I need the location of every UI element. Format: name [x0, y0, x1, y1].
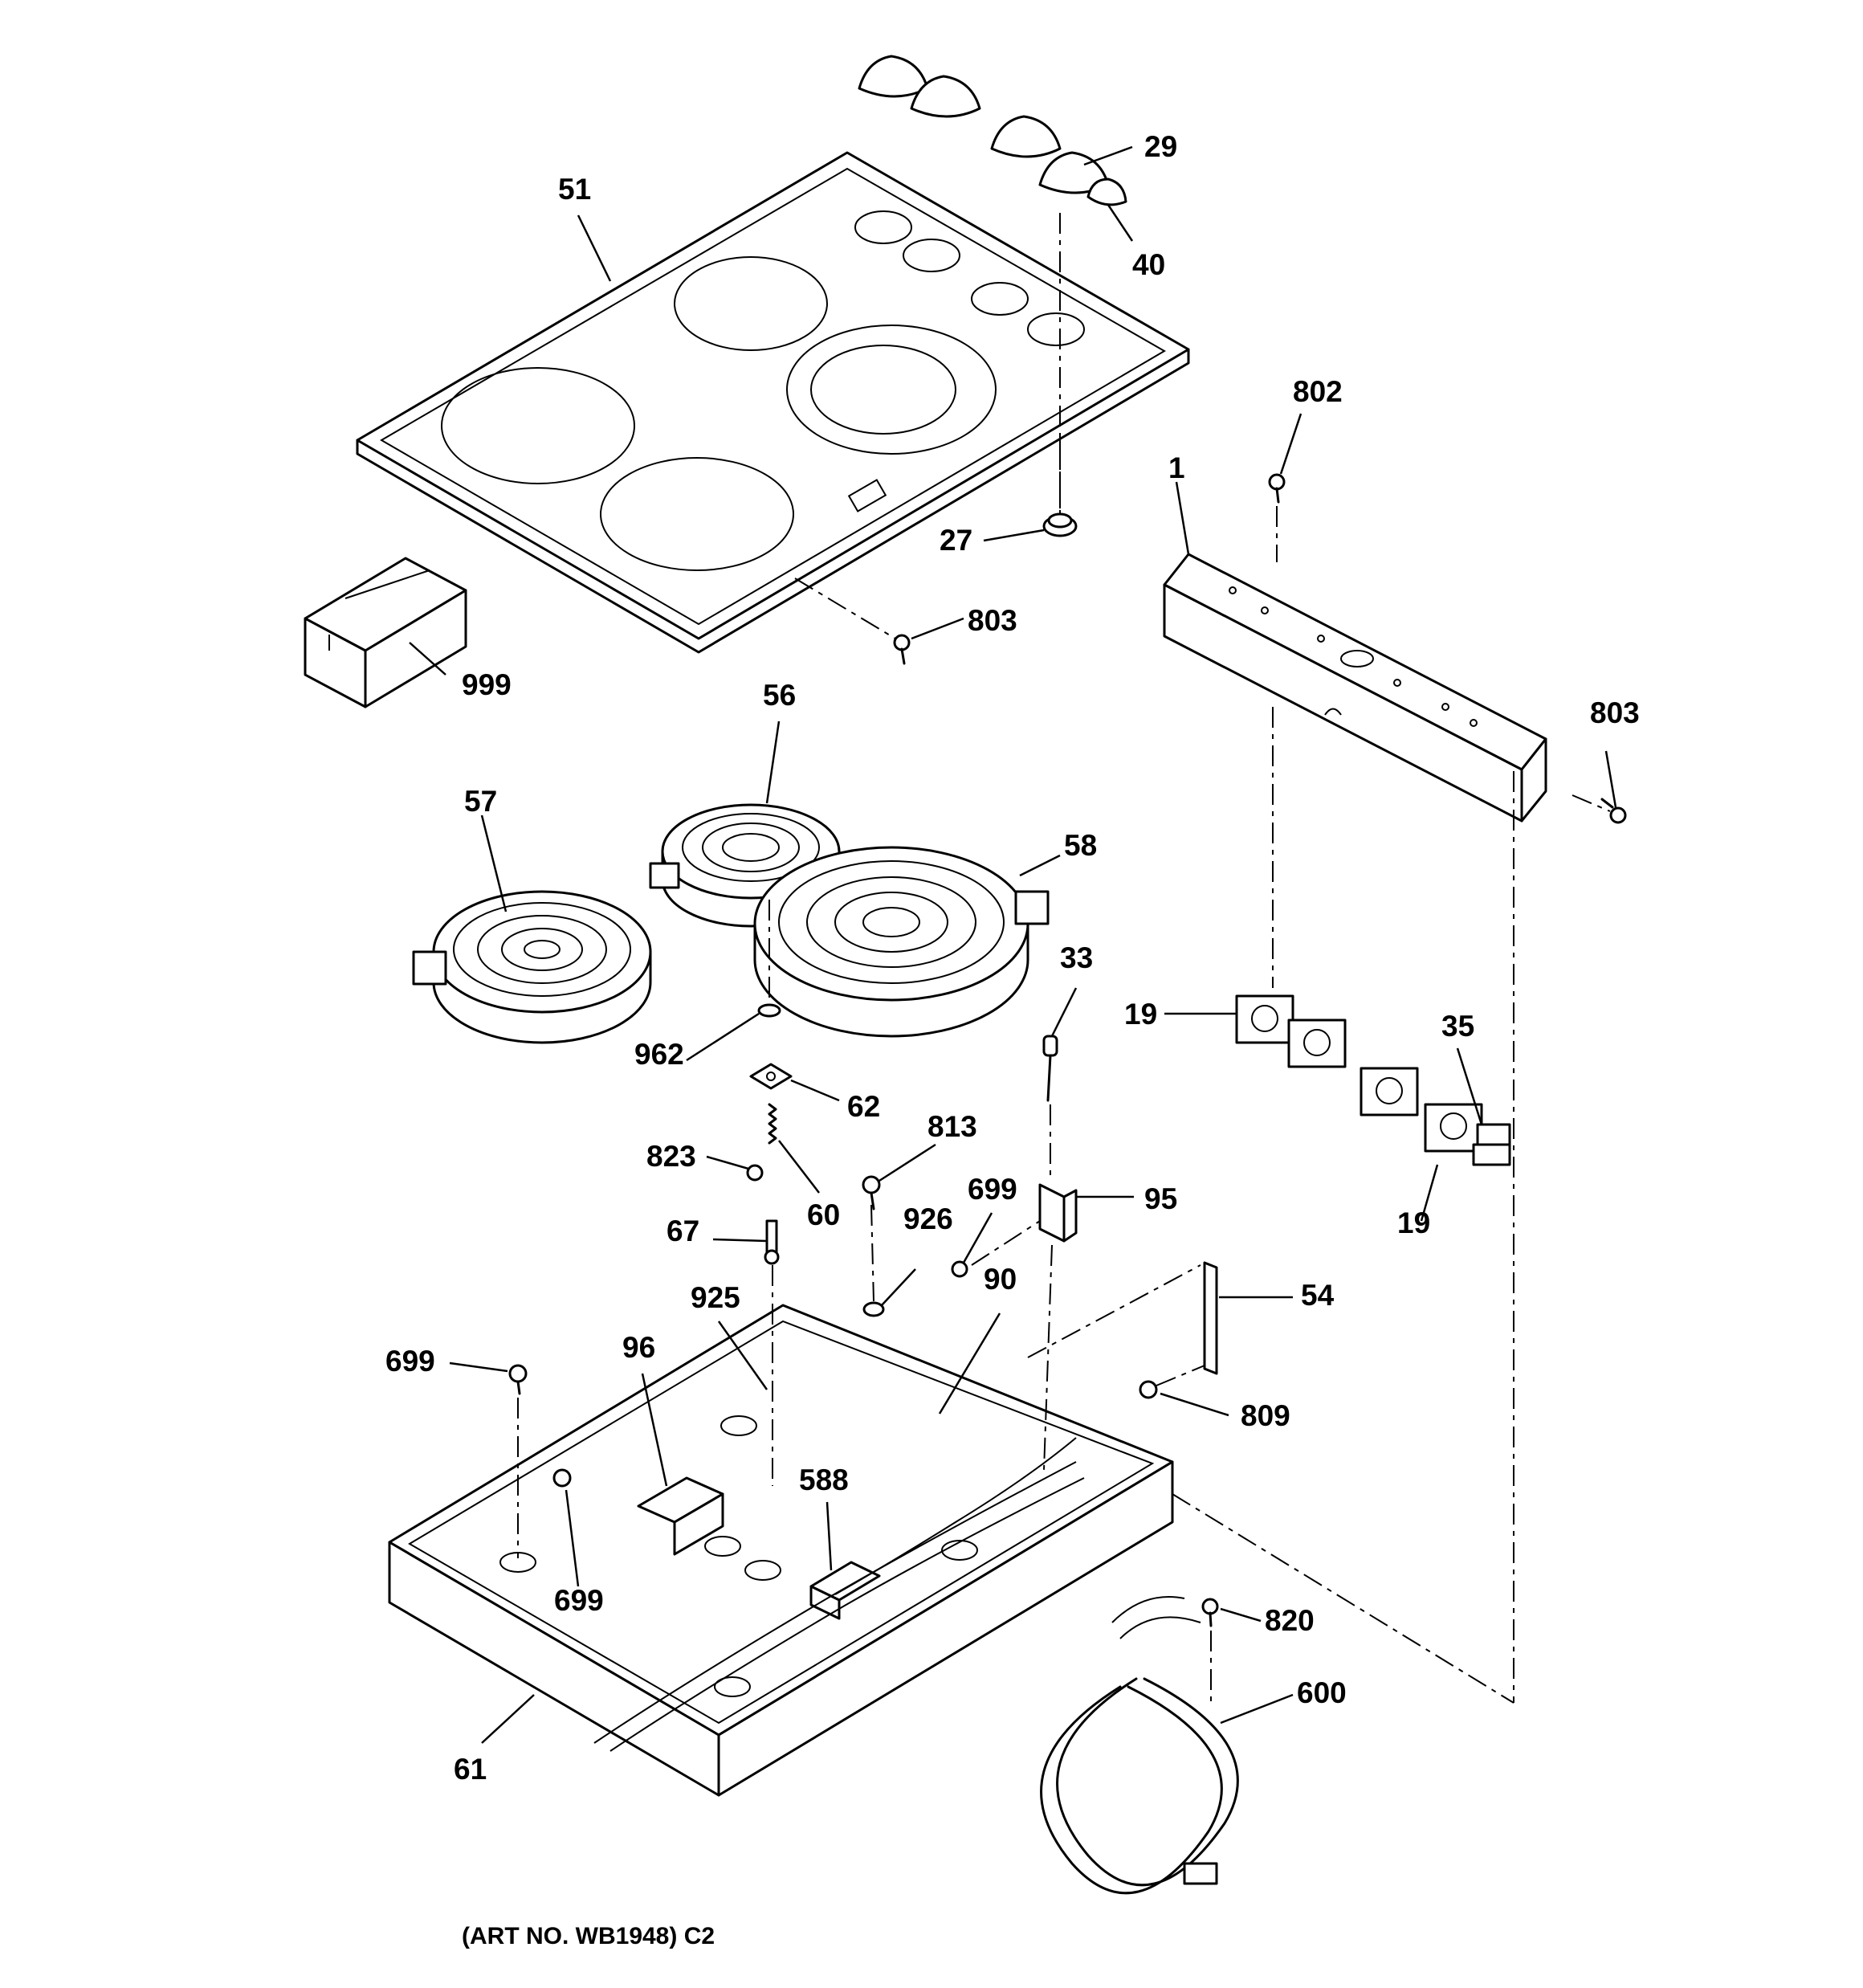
screw-803-top — [893, 634, 911, 665]
stud-67 — [764, 1219, 780, 1265]
callout-60: 60 — [807, 1198, 840, 1231]
screw-699-left — [508, 1364, 528, 1395]
callout-600: 600 — [1297, 1676, 1347, 1709]
spacer-962 — [757, 1003, 781, 1018]
screw-802 — [1268, 473, 1286, 504]
callout-820: 820 — [1265, 1604, 1315, 1637]
screw-699-box — [552, 1468, 572, 1488]
bracket-95 — [1038, 1183, 1078, 1243]
callout-802: 802 — [1293, 375, 1343, 408]
callout-56: 56 — [763, 679, 796, 712]
callout-962: 962 — [634, 1038, 684, 1071]
strap-54 — [1203, 1261, 1218, 1375]
callout-803-right: 803 — [1590, 696, 1640, 729]
bracket-96 — [637, 1476, 724, 1556]
terminal-block-588 — [809, 1561, 881, 1620]
switch-35 — [1472, 1123, 1511, 1166]
screw-699-mid — [951, 1260, 968, 1278]
infinite-switches — [1235, 994, 1483, 1153]
callout-1: 1 — [1168, 451, 1185, 484]
callout-62: 62 — [847, 1090, 880, 1123]
indicator-light — [1042, 1035, 1058, 1102]
callout-699-mid: 699 — [968, 1173, 1017, 1206]
internal-wiring — [593, 1437, 1085, 1752]
surface-element-57 — [412, 890, 652, 1044]
callout-925: 925 — [691, 1281, 740, 1314]
callout-leaders — [409, 145, 1617, 1744]
callout-699-bottom: 699 — [554, 1584, 604, 1617]
glass-cooktop — [356, 151, 1190, 654]
spring-60 — [768, 1103, 777, 1145]
screw-820 — [1201, 1598, 1219, 1627]
callout-58: 58 — [1064, 829, 1097, 862]
surface-element-58 — [753, 846, 1050, 1038]
callout-90: 90 — [984, 1263, 1017, 1296]
callout-588: 588 — [799, 1463, 849, 1496]
assembly-guide-lines — [517, 213, 1611, 1704]
callout-35: 35 — [1441, 1010, 1474, 1043]
bracket-62 — [749, 1063, 793, 1090]
power-cord — [1040, 1596, 1239, 1895]
callout-96: 96 — [622, 1331, 655, 1364]
callout-67: 67 — [667, 1214, 699, 1247]
control-knobs — [858, 55, 1110, 194]
callout-19-bottom: 19 — [1397, 1206, 1430, 1239]
callout-823: 823 — [646, 1140, 696, 1173]
art-number-caption: (ART NO. WB1948) C2 — [462, 1923, 715, 1949]
screw-813 — [862, 1175, 881, 1210]
callout-61: 61 — [454, 1753, 487, 1786]
screw-823 — [746, 1164, 764, 1182]
nut-926 — [862, 1301, 885, 1317]
callout-699-left: 699 — [385, 1345, 435, 1378]
callout-57: 57 — [464, 785, 497, 818]
screw-809 — [1139, 1380, 1158, 1399]
callout-labels: 51 29 40 802 1 27 803 999 56 803 57 58 3… — [385, 130, 1640, 1786]
screw-803-right — [1600, 798, 1627, 824]
callout-54: 54 — [1301, 1279, 1335, 1312]
literature-box — [304, 557, 467, 708]
callout-29: 29 — [1144, 130, 1177, 163]
control-panel-bracket — [1163, 553, 1547, 823]
burner-box — [388, 1304, 1174, 1797]
callout-813: 813 — [927, 1110, 977, 1143]
callout-27: 27 — [940, 524, 972, 557]
callout-926: 926 — [903, 1202, 953, 1235]
knob-insert — [1086, 178, 1127, 206]
grommet — [1042, 512, 1078, 537]
callout-809: 809 — [1241, 1399, 1290, 1432]
callout-803-top: 803 — [968, 604, 1017, 637]
callout-40: 40 — [1132, 248, 1165, 281]
callout-51: 51 — [558, 173, 591, 206]
callout-999: 999 — [462, 668, 512, 701]
callout-95: 95 — [1144, 1182, 1177, 1215]
callout-19-top: 19 — [1124, 998, 1157, 1031]
callout-33: 33 — [1060, 941, 1093, 974]
